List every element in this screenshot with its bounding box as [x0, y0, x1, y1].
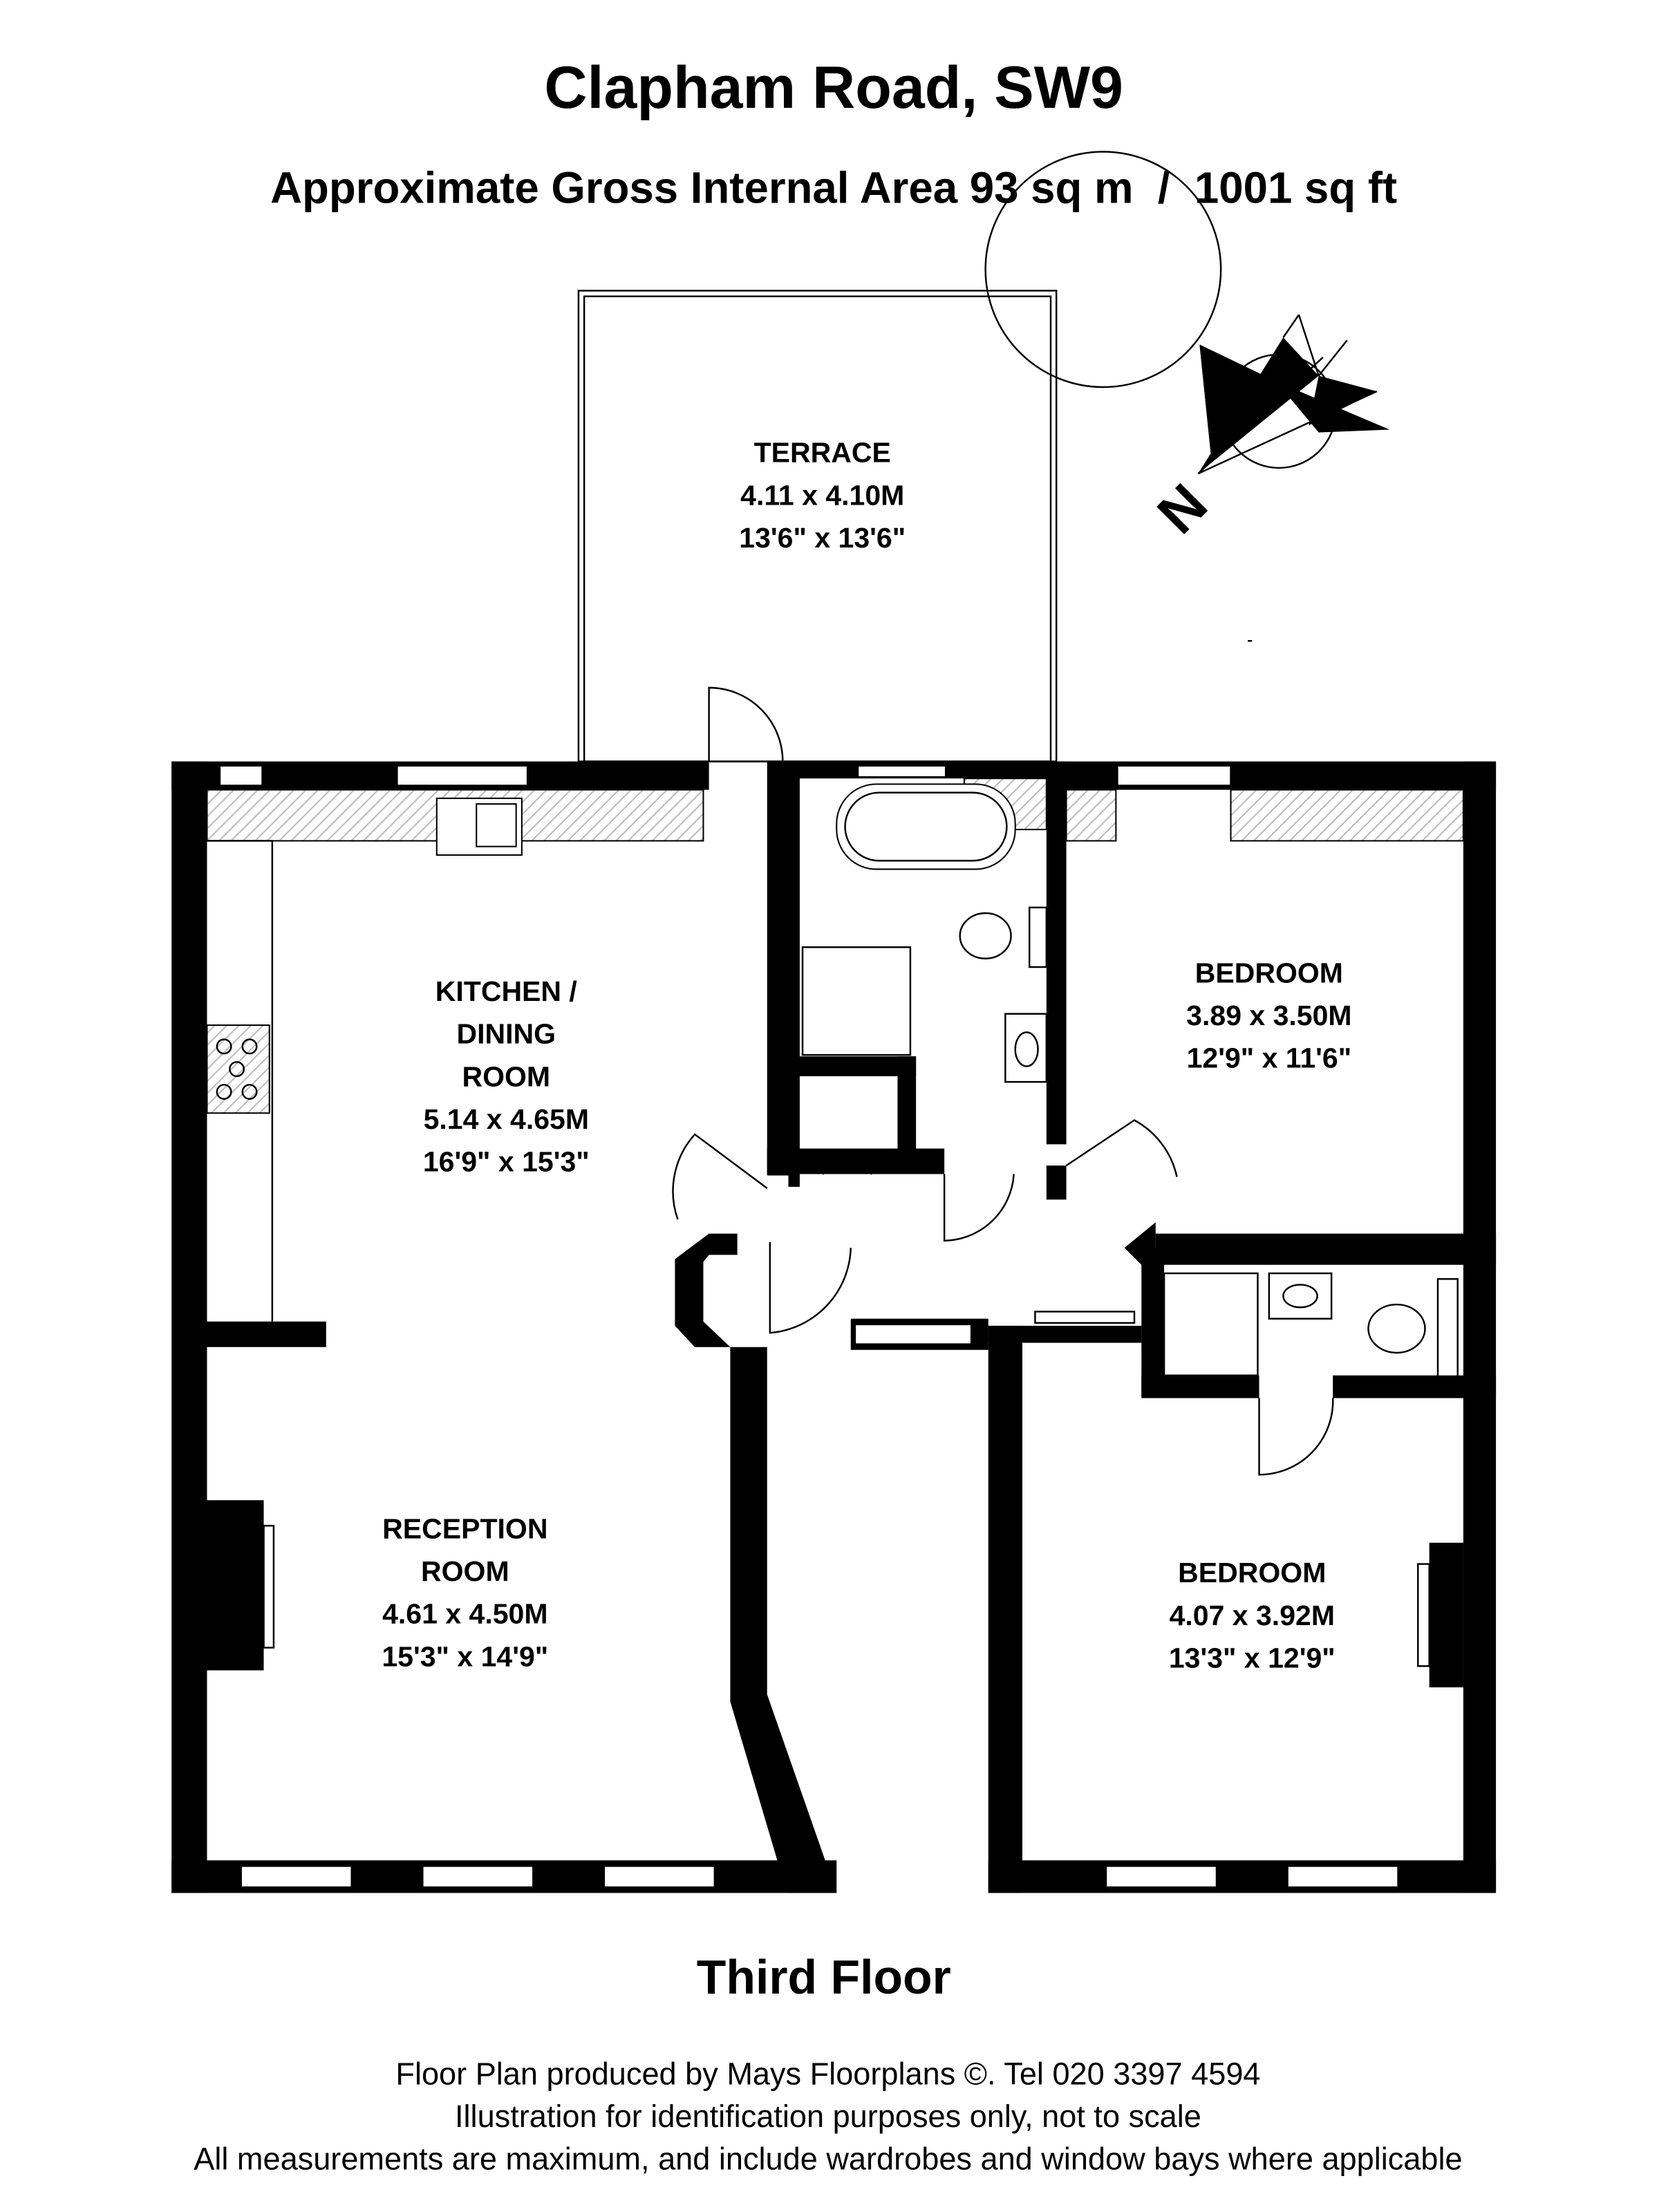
- doors: [672, 686, 1334, 1476]
- room-name: ROOM: [421, 1555, 509, 1587]
- room-bedroom-2: BEDROOM 4.07 x 3.92M 13'3" x 12'9": [1169, 1557, 1335, 1674]
- walls: [171, 761, 1497, 1893]
- area-subtitle: Approximate Gross Internal Area 93 sq m …: [270, 163, 1397, 212]
- room-imperial: 16'9" x 15'3": [423, 1145, 590, 1177]
- room-kitchen-dining: KITCHEN / DINING ROOM 5.14 x 4.65M 16'9"…: [423, 975, 590, 1177]
- room-metric: 3.89 x 3.50M: [1186, 1000, 1351, 1031]
- room-metric: 5.14 x 4.65M: [424, 1103, 589, 1135]
- room-name: BEDROOM: [1178, 1557, 1326, 1588]
- north-letter: N: [1146, 472, 1219, 545]
- room-imperial: 15'3" x 14'9": [382, 1640, 548, 1672]
- room-name: DINING: [457, 1018, 556, 1050]
- room-name: BEDROOM: [1195, 957, 1343, 989]
- room-reception: RECEPTION ROOM 4.61 x 4.50M 15'3" x 14'9…: [382, 1513, 548, 1673]
- room-metric: 4.61 x 4.50M: [382, 1598, 547, 1630]
- footer-credit: Floor Plan produced by Mays Floorplans ©…: [395, 2056, 1260, 2091]
- fixtures: [206, 778, 1464, 1380]
- footer-measurements-note: All measurements are maximum, and includ…: [194, 2141, 1462, 2176]
- room-metric: 4.07 x 3.92M: [1170, 1600, 1335, 1631]
- room-bedroom-1: BEDROOM 3.89 x 3.50M 12'9" x 11'6": [1186, 957, 1351, 1074]
- room-name: TERRACE: [754, 437, 891, 469]
- room-name: KITCHEN /: [435, 975, 577, 1007]
- page-title: Clapham Road, SW9: [544, 55, 1123, 121]
- footer: Floor Plan produced by Mays Floorplans ©…: [194, 2056, 1462, 2176]
- room-imperial: 12'9" x 11'6": [1187, 1042, 1352, 1074]
- room-imperial: 13'3" x 12'9": [1169, 1642, 1335, 1674]
- room-name: ROOM: [462, 1060, 551, 1092]
- footer-disclaimer: Illustration for identification purposes…: [455, 2099, 1201, 2134]
- room-terrace: TERRACE 4.11 x 4.10M 13'6" x 13'6": [739, 437, 906, 554]
- room-metric: 4.11 x 4.10M: [740, 479, 904, 511]
- room-name: RECEPTION: [382, 1513, 547, 1545]
- floor-label: Third Floor: [697, 1950, 951, 2004]
- room-imperial: 13'6" x 13'6": [739, 522, 906, 554]
